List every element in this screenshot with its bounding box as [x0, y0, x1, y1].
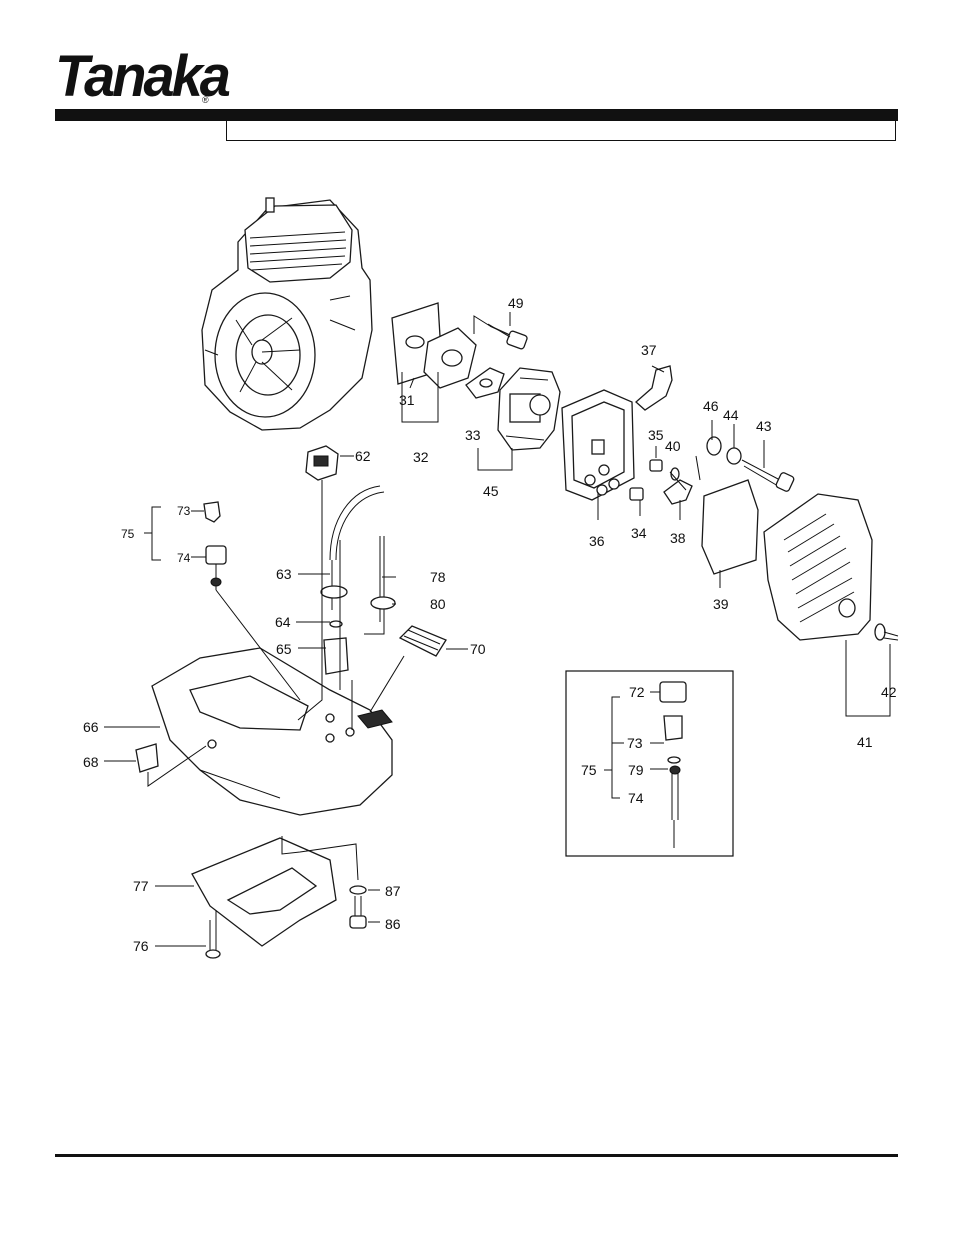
label-43: 43 [756, 418, 772, 434]
label-76: 76 [133, 938, 149, 954]
label-77: 77 [133, 878, 149, 894]
footer-rule [55, 1154, 898, 1157]
vent-74-left [206, 546, 226, 590]
washer-44 [727, 448, 741, 464]
label-32: 32 [413, 449, 429, 465]
label-62: 62 [355, 448, 371, 464]
label-65: 65 [276, 641, 292, 657]
engine-illustration [202, 198, 372, 430]
label-75-inset: 75 [581, 762, 597, 778]
gasket-33 [466, 368, 504, 398]
label-39: 39 [713, 596, 729, 612]
label-73-inset: 73 [627, 735, 643, 751]
label-80: 80 [430, 596, 446, 612]
label-63: 63 [276, 566, 292, 582]
label-41: 41 [857, 734, 873, 750]
label-72: 72 [629, 684, 645, 700]
air-cleaner-cover-illustration [764, 494, 872, 640]
label-37: 37 [641, 342, 657, 358]
label-75-left: 75 [121, 527, 135, 541]
choke-lever-37 [636, 366, 672, 410]
choke-plate-38 [664, 480, 692, 504]
air-cleaner-case-illustration [562, 390, 634, 500]
fuel-hose-63 [321, 486, 384, 610]
fuel-cap-62 [306, 446, 338, 480]
grommet-46 [707, 437, 721, 455]
label-79: 79 [628, 762, 644, 778]
vent-73-left [204, 502, 220, 522]
carburetor-illustration [498, 368, 560, 450]
bolt-86 [350, 896, 366, 928]
label-87: 87 [385, 883, 401, 899]
label-68: 68 [83, 754, 99, 770]
collar-34 [630, 488, 643, 500]
label-31: 31 [399, 392, 415, 408]
label-38: 38 [670, 530, 686, 546]
label-74-left: 74 [177, 551, 191, 565]
label-70: 70 [470, 641, 486, 657]
label-46: 46 [703, 398, 719, 414]
return-hose-78 [371, 536, 395, 622]
label-35: 35 [648, 427, 664, 443]
fuel-tank-illustration [152, 648, 392, 815]
collar-35 [650, 460, 662, 471]
label-74-inset: 74 [628, 790, 644, 806]
bracket-77 [192, 838, 336, 946]
label-40: 40 [665, 438, 681, 454]
bolt-76 [206, 920, 220, 958]
fuel-filter-65 [324, 638, 348, 674]
label-49: 49 [508, 295, 524, 311]
air-filter-39 [702, 480, 758, 574]
label-78: 78 [430, 569, 446, 585]
bolt-49 [488, 324, 528, 350]
label-33: 33 [465, 427, 481, 443]
strainer-70 [400, 626, 446, 656]
label-73-left: 73 [177, 504, 191, 518]
cushion-68 [136, 744, 158, 772]
label-64: 64 [275, 614, 291, 630]
label-34: 34 [631, 525, 647, 541]
label-66: 66 [83, 719, 99, 735]
label-86: 86 [385, 916, 401, 932]
label-42: 42 [881, 684, 897, 700]
label-36: 36 [589, 533, 605, 549]
label-45: 45 [483, 483, 499, 499]
label-44: 44 [723, 407, 739, 423]
washer-87 [350, 886, 366, 894]
screw-42 [875, 624, 898, 640]
